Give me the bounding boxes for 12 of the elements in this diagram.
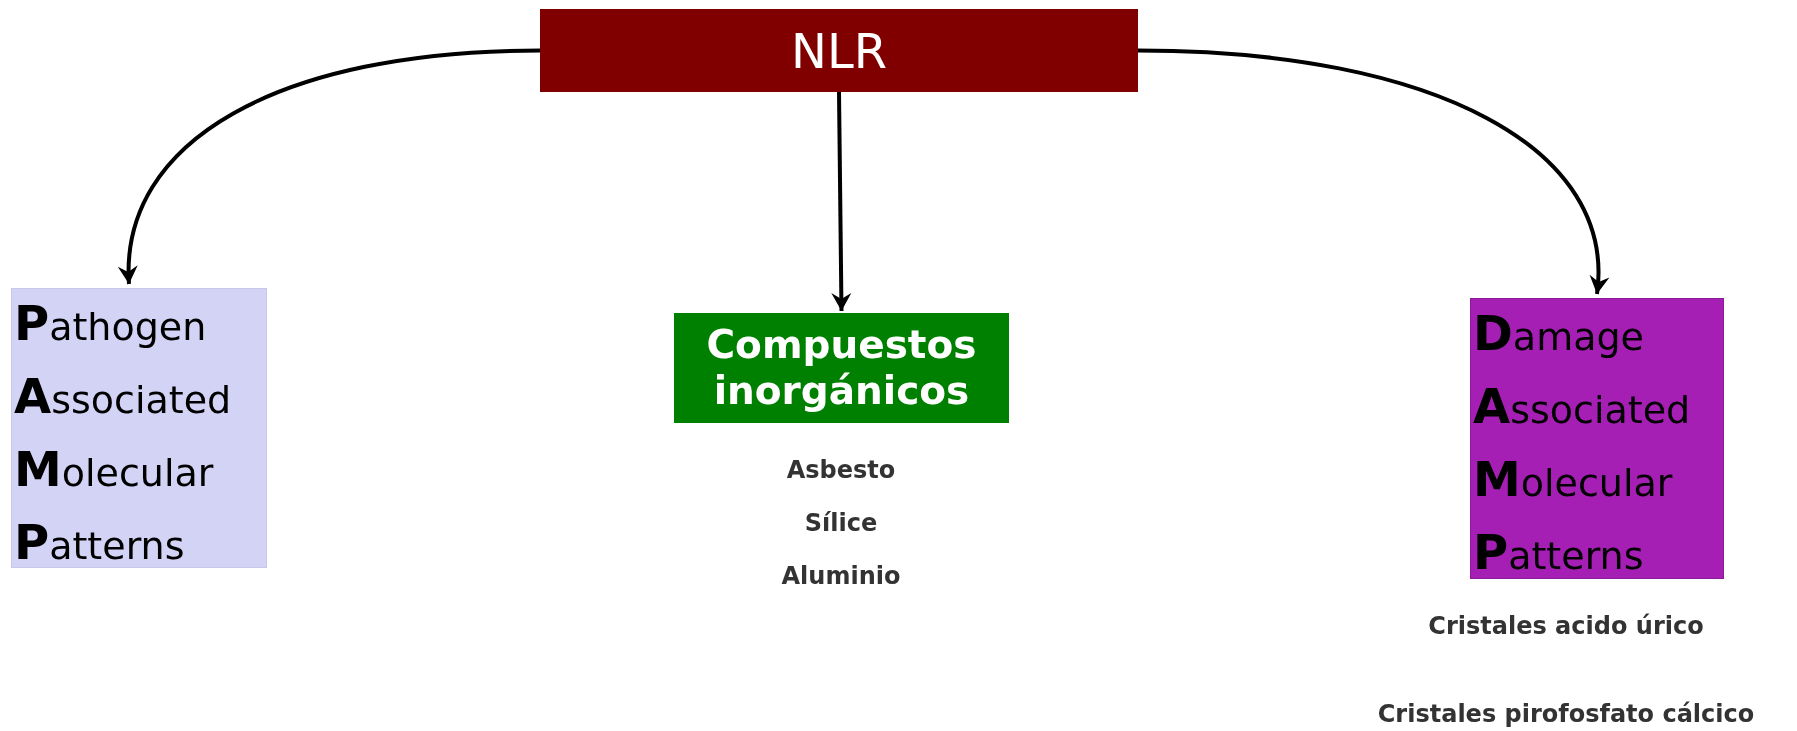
label-box: Damage Associated Molecular Patterns xyxy=(1470,298,1724,579)
example-text: Cristales acido úrico xyxy=(1428,611,1704,642)
example-text: Sílice xyxy=(804,508,878,539)
label-box: Pathogen Associated Molecular Patterns xyxy=(11,288,267,568)
label-box: Compuestos inorgánicos xyxy=(674,313,1009,423)
example-text: Aluminio xyxy=(781,561,901,592)
arrow xyxy=(831,91,852,312)
example-text: Asbesto xyxy=(786,455,896,486)
arrow xyxy=(1137,48,1608,295)
label-box: NLR xyxy=(540,9,1138,92)
example-text: Cristales pirofosfato cálcico xyxy=(1377,699,1755,730)
arrow xyxy=(119,48,541,285)
